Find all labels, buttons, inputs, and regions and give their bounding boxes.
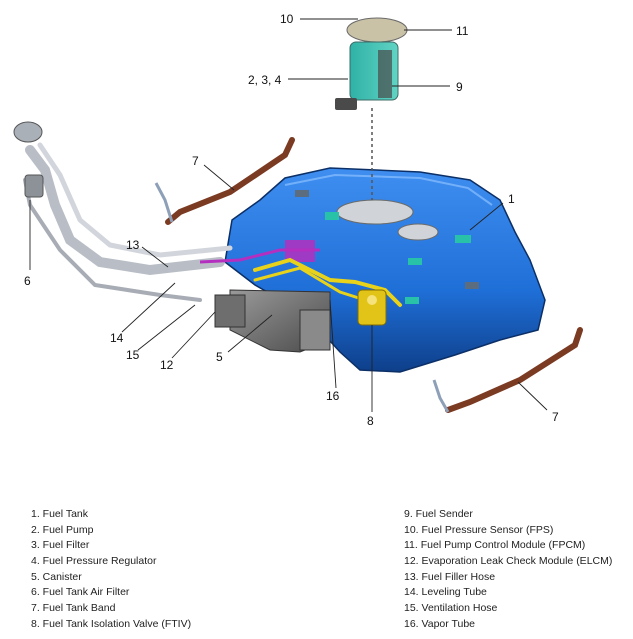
fuel-tank-bands	[154, 137, 583, 413]
callout-7-upper: 7	[192, 154, 199, 168]
legend-item: 16. Vapor Tube	[404, 617, 476, 630]
legend-item: 2. Fuel Pump	[31, 523, 94, 536]
leader-lines	[29, 18, 548, 412]
callout-11: 11	[456, 24, 469, 38]
legend-item: 1. Fuel Tank	[31, 508, 89, 520]
callout-15: 15	[126, 348, 140, 362]
callout-14: 14	[110, 331, 124, 345]
callout-2-3-4: 2, 3, 4	[248, 73, 282, 87]
legend-item: 10. Fuel Pressure Sensor (FPS)	[404, 523, 554, 536]
vapor-tube-and-valve	[253, 257, 402, 326]
callout-6: 6	[24, 274, 31, 288]
legend-item: 5. Canister	[31, 570, 82, 583]
legend-item: 15. Ventilation Hose	[404, 602, 498, 615]
legend-item: 8. Fuel Tank Isolation Valve (FTIV)	[31, 617, 192, 630]
callout-5: 5	[216, 350, 223, 364]
legend-right-column: 9. Fuel Sender 10. Fuel Pressure Sensor …	[404, 507, 612, 633]
callout-10: 10	[280, 12, 294, 26]
legend-item: 12. Evaporation Leak Check Module (ELCM)	[404, 555, 613, 568]
canister	[214, 289, 331, 353]
diagram-illustration	[13, 17, 583, 413]
legend-item: 13. Fuel Filler Hose	[404, 570, 496, 583]
callout-13: 13	[126, 238, 140, 252]
fuel-system-diagram: 10 11 2, 3, 4 9 7 1 13 6 14 15 12 5 16 8…	[13, 12, 583, 428]
legend-item: 14. Leveling Tube	[404, 586, 487, 599]
callout-8: 8	[367, 414, 374, 428]
callout-9: 9	[456, 80, 463, 94]
callout-7-lower: 7	[552, 410, 559, 424]
legend-item: 9. Fuel Sender	[404, 508, 473, 520]
filler-hose-assembly	[13, 121, 320, 302]
legend-left-column: 1. Fuel Tank 2. Fuel Pump 3. Fuel Filter…	[31, 507, 191, 633]
callout-16: 16	[326, 389, 340, 403]
callout-12: 12	[160, 358, 174, 372]
legend-item: 7. Fuel Tank Band	[31, 602, 116, 615]
legend-item: 11. Fuel Pump Control Module (FPCM)	[404, 539, 586, 552]
callout-1: 1	[508, 192, 515, 206]
legend-item: 3. Fuel Filter	[31, 539, 90, 552]
legend-item: 4. Fuel Pressure Regulator	[31, 555, 157, 568]
legend-item: 6. Fuel Tank Air Filter	[31, 586, 130, 599]
